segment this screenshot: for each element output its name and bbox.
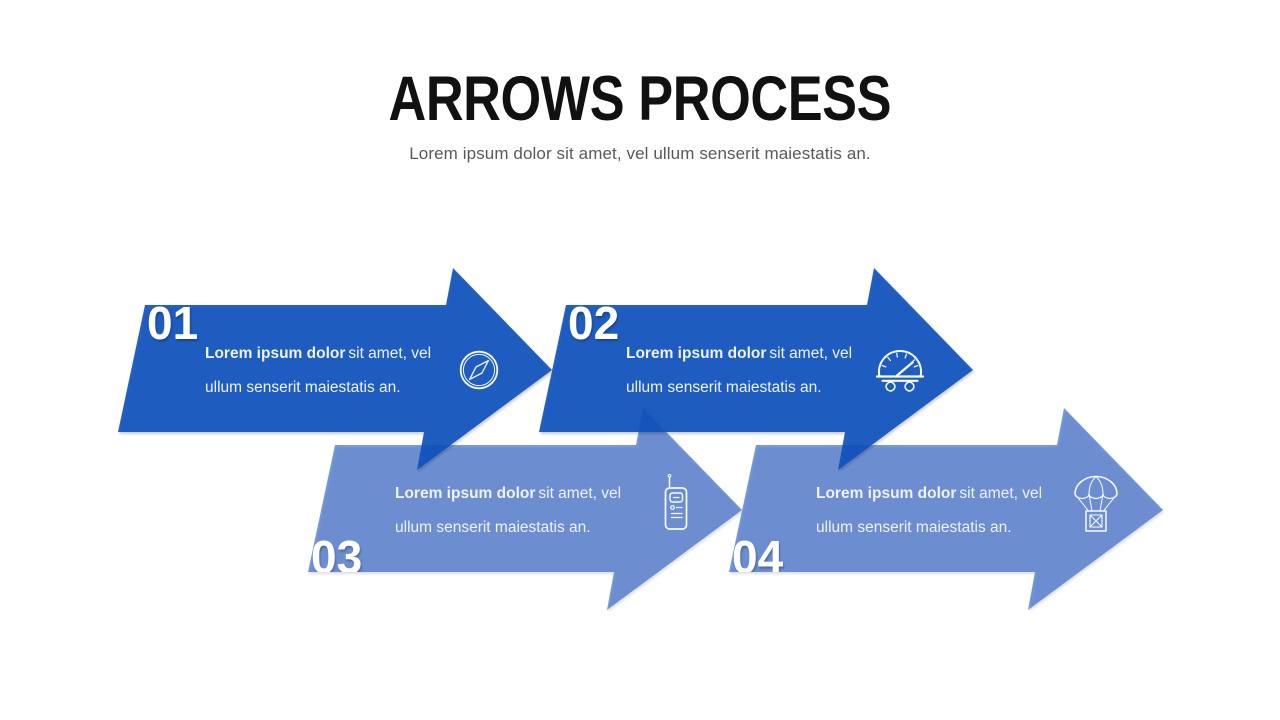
- step-number: 04: [732, 531, 784, 583]
- walkie-talkie-icon: [664, 474, 688, 530]
- step-text-line2: ullum senserit maiestatis an.: [816, 519, 1012, 536]
- step-number: 02: [568, 297, 619, 349]
- parachute-icon: [1074, 475, 1118, 532]
- step-text-line2: ullum senserit maiestatis an.: [395, 519, 591, 536]
- gauge-icon: [875, 349, 925, 392]
- step-text-line2: ullum senserit maiestatis an.: [205, 379, 401, 396]
- arrow-shape: [539, 268, 973, 470]
- compass-icon: [459, 350, 499, 390]
- step-text-line2: ullum senserit maiestatis an.: [626, 379, 822, 396]
- arrow-shape: [308, 408, 742, 610]
- arrow-shape: [118, 268, 552, 470]
- arrow-shape: [729, 408, 1163, 610]
- step-number: 01: [147, 297, 198, 349]
- step-number: 03: [311, 531, 362, 583]
